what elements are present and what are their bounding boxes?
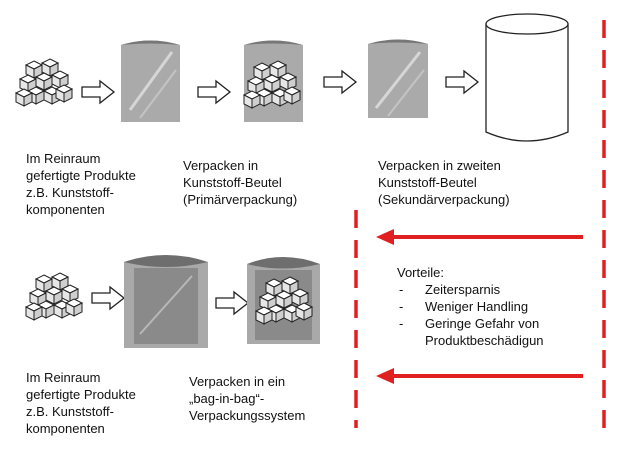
advantages-box: Vorteile: - Zeitersparnis - Weniger Hand…: [397, 264, 544, 349]
advantage-item: - Weniger Handling: [397, 298, 544, 315]
advantage-text: Zeitersparnis: [425, 282, 501, 297]
plastic-bag-icon: [368, 39, 428, 118]
label-line: komponenten: [26, 202, 105, 217]
label-line: „bag-in-bag“-: [189, 391, 265, 406]
bag-in-bag-filled-icon: [247, 257, 320, 344]
label-line: (Primärverpackung): [183, 192, 298, 207]
top-step2-label: Verpacken in Kunststoff-Beutel (Primärve…: [183, 157, 297, 208]
red-arrow-left-icon: [376, 368, 583, 384]
bottom-step2-label: Verpacken in ein „bag-in-bag“- Verpackun…: [189, 373, 305, 424]
bag-in-bag-empty-icon: [124, 255, 208, 348]
label-line: z.B. Kunststoff-: [26, 185, 114, 200]
label-line: Verpacken in ein: [189, 374, 286, 389]
label-line: gefertigte Produkte: [26, 168, 136, 183]
arrow-right-icon: [445, 70, 479, 94]
cylinder-container-icon: [485, 13, 569, 142]
label-line: Kunststoff-Beutel: [183, 175, 282, 190]
plastic-bag-icon: [121, 40, 180, 122]
advantage-item: - Geringe Gefahr von Produktbeschädigun: [397, 315, 544, 349]
bagged-product-icon: [244, 40, 303, 122]
advantage-text: Produktbeschädigun: [425, 333, 544, 348]
advantage-text: Geringe Gefahr von: [425, 316, 540, 331]
advantage-text: Weniger Handling: [425, 299, 529, 314]
advantages-list: - Zeitersparnis - Weniger Handling - Ger…: [397, 281, 544, 349]
label-line: Kunststoff-Beutel: [378, 175, 477, 190]
product-cubes-icon: [16, 59, 72, 106]
bullet-dash: -: [399, 316, 404, 331]
bullet-dash: -: [399, 282, 404, 297]
bullet-dash: -: [399, 299, 404, 314]
arrow-right-icon: [197, 80, 231, 104]
red-arrow-left-icon: [376, 229, 583, 245]
arrow-right-icon: [323, 70, 357, 94]
label-line: Im Reinraum: [26, 370, 101, 385]
top-step3-label: Verpacken in zweiten Kunststoff-Beutel (…: [378, 157, 510, 208]
arrow-right-icon: [81, 80, 115, 104]
advantage-item: - Zeitersparnis: [397, 281, 544, 298]
bottom-step1-label: Im Reinraum gefertigte Produkte z.B. Kun…: [26, 369, 136, 437]
top-step1-label: Im Reinraum gefertigte Produkte z.B. Kun…: [26, 150, 136, 218]
label-line: Verpacken in zweiten: [378, 158, 501, 173]
label-line: Verpackungssystem: [189, 408, 306, 423]
product-cubes-icon: [26, 273, 82, 320]
label-line: Verpacken in: [183, 158, 259, 173]
label-line: z.B. Kunststoff-: [26, 404, 114, 419]
advantages-title: Vorteile:: [397, 265, 444, 280]
label-line: gefertigte Produkte: [26, 387, 136, 402]
arrow-right-icon: [91, 286, 125, 310]
label-line: (Sekundärverpackung): [378, 192, 510, 207]
arrow-right-icon: [215, 291, 249, 315]
label-line: komponenten: [26, 421, 105, 436]
label-line: Im Reinraum: [26, 151, 101, 166]
